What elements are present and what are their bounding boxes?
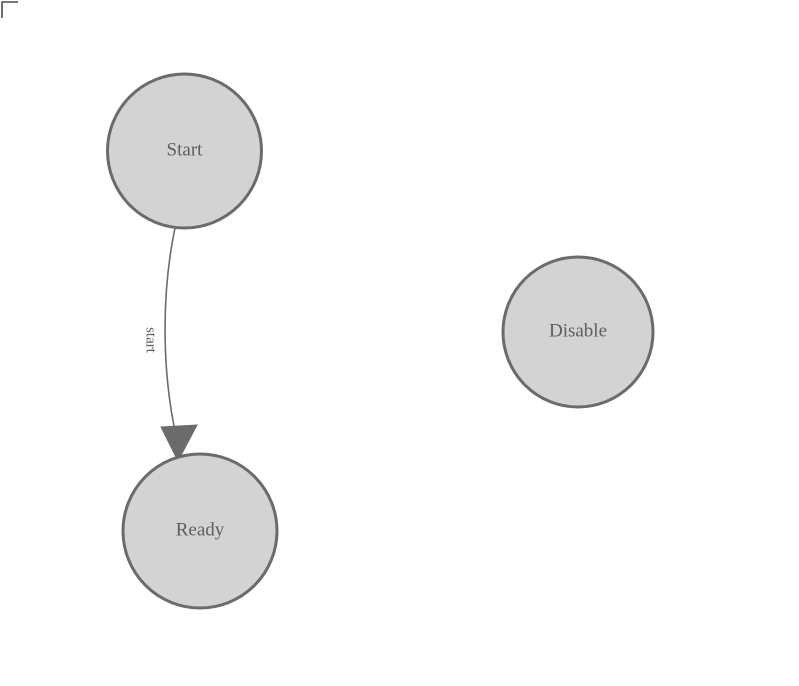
node-disable[interactable]: Disable xyxy=(501,255,655,409)
node-disable-label: Disable xyxy=(549,320,607,341)
node-start[interactable]: Start xyxy=(106,72,263,230)
node-disable-shape[interactable] xyxy=(501,255,655,409)
node-start-label: Start xyxy=(167,139,204,160)
node-ready-label: Ready xyxy=(176,519,225,540)
node-start-shape[interactable] xyxy=(106,72,263,230)
node-ready-shape[interactable] xyxy=(121,452,279,610)
arrowhead-icon xyxy=(160,424,198,463)
edge-label-start: start xyxy=(143,327,159,354)
top-left-corner-bracket-icon xyxy=(1,1,18,18)
edge-line xyxy=(164,227,178,441)
edge-start-to-ready[interactable]: start xyxy=(143,227,198,463)
node-ready[interactable]: Ready xyxy=(121,452,279,610)
